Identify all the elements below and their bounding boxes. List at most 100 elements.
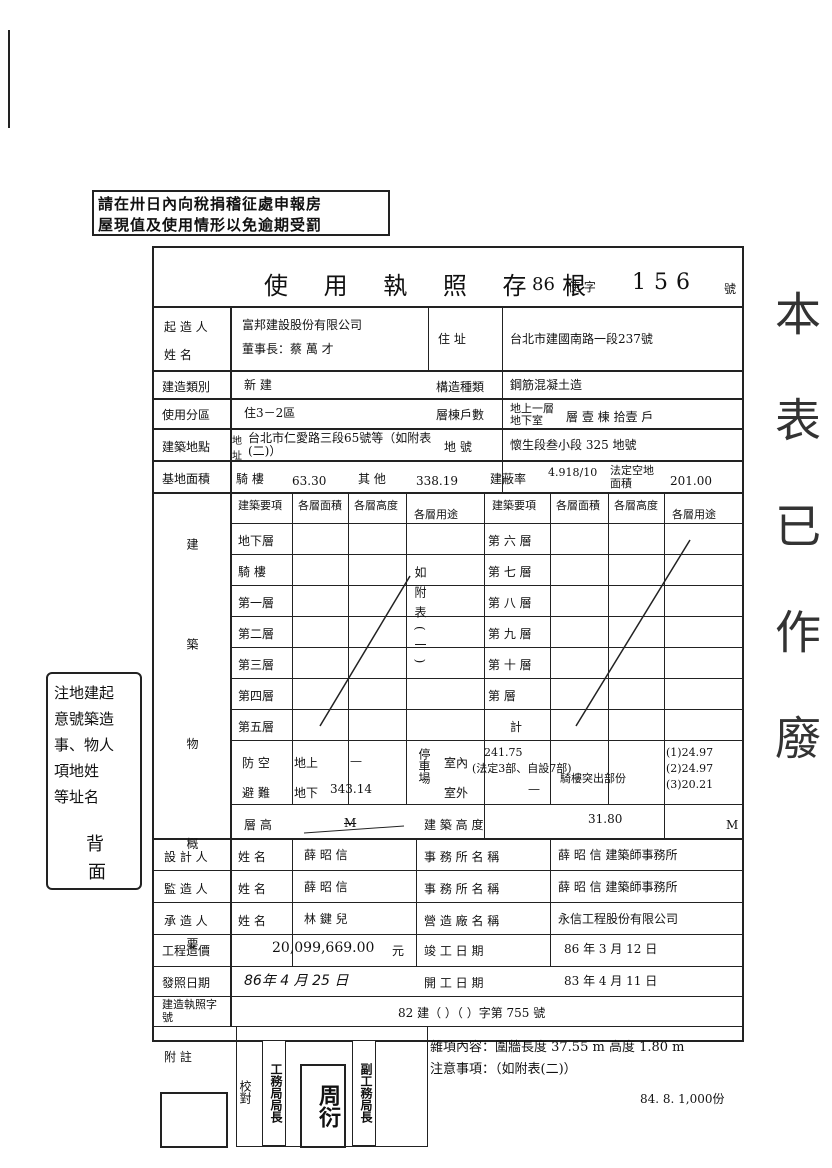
cost-unit: 元: [392, 944, 405, 958]
void-strokes: [303, 539, 691, 834]
permit-number-label: 建造執照字號: [162, 998, 217, 1024]
side-note-line: 事、物人: [54, 736, 115, 754]
building-height-label: 建 築 高 度: [424, 818, 484, 832]
floors-above: 地上一層: [510, 402, 554, 415]
side-note-line: 等址名: [54, 788, 100, 806]
supervisor-office-label: 事 務 所 名 稱: [424, 882, 500, 896]
col-item-left: 建築要項: [238, 499, 282, 512]
floor-row: 地下層: [238, 534, 275, 548]
building-height-value: 31.80: [588, 812, 623, 826]
side-note-line: 項地姓: [54, 762, 100, 780]
side-note-line: 注地建起: [54, 684, 115, 702]
floor-row: 第 九 層: [488, 627, 532, 641]
supervisor-office: 薛 昭 信 建築師事務所: [558, 880, 678, 894]
arcade-share-label: 騎樓突出部份: [560, 772, 626, 785]
col-area-right: 各層面積: [556, 499, 600, 512]
structure-label: 構造種類: [436, 380, 485, 394]
floors-below: 地下室: [510, 414, 543, 427]
col-use-left: 各層用途: [414, 508, 458, 521]
col-item-right: 建築要項: [492, 499, 536, 512]
start-date: 83 年 4 月 11 日: [564, 974, 658, 988]
void-stamp: 本表已作廢: [768, 290, 822, 820]
builder-name-label: 姓 名: [164, 348, 192, 362]
arcade-share-2: (2)24.97: [666, 762, 714, 775]
notice-line-2: 屋現值及使用情形以免逾期受罰: [98, 216, 323, 234]
site-address: 台北市仁愛路三段65號等（如附表(二)）: [248, 431, 432, 458]
construction-type: 新 建: [244, 378, 272, 392]
floor-height-label: 層 高: [244, 818, 272, 832]
form-suffix: 號: [724, 282, 737, 296]
floors-value: 層 壹 棟 拾壹 戶: [566, 410, 654, 424]
shelter-below-value: 343.14: [330, 782, 372, 796]
permit-form: 使 用 執 照 存 根 86 使 字 156 號 起 造 人 姓 名 富邦建設股…: [152, 246, 744, 1064]
col-height-right: 各層高度: [614, 499, 658, 512]
floor-row: 第 十 層: [488, 658, 532, 672]
finish-date-label: 竣 工 日 期: [424, 944, 484, 958]
floor-row: 騎 樓: [238, 565, 266, 579]
floor-row: 第二層: [238, 627, 275, 641]
contractor-office: 永信工程股份有限公司: [558, 912, 679, 926]
builder-address: 台北市建國南路一段237號: [510, 332, 653, 346]
shelter-label-2: 避 難: [242, 786, 270, 800]
arcade-share-1: (1)24.97: [666, 746, 714, 759]
building-summary-label: 建 築 物 概 要: [185, 538, 199, 992]
site-prefix: 地址: [232, 436, 242, 462]
form-char: 使 字: [568, 280, 596, 294]
contractor-office-label: 營 造 廠 名 稱: [424, 914, 500, 928]
arcade-share-3: (3)20.21: [666, 778, 714, 791]
lot-label: 地 號: [444, 440, 472, 454]
shelter-above-value: —: [350, 754, 362, 768]
outdoor-value: —: [528, 782, 540, 796]
floor-row: 第四層: [238, 689, 275, 703]
chief-stamp: 工務局局長: [262, 1040, 286, 1146]
floor-row: 第五層: [238, 720, 275, 734]
side-note-box: 注地建起 意號築造 事、物人 項地姓 等址名: [46, 672, 142, 890]
deputy-stamp: 副工務局長: [352, 1040, 376, 1146]
footer-print-info: 84. 8. 1,000份: [640, 1092, 725, 1106]
designer-label: 設 計 人: [164, 850, 208, 864]
floor-row: 第 八 層: [488, 596, 532, 610]
form-title: 使 用 執 照 存 根: [264, 272, 601, 300]
other-area: 338.19: [416, 474, 458, 488]
notice-line-1: 請在卅日內向稅捐稽征處申報房: [98, 195, 323, 213]
attached-table-note: 如附表(一): [413, 566, 427, 672]
legal-area: 201.00: [670, 474, 712, 488]
tax-notice-box: 請在卅日內向稅捐稽征處申報房 屋現值及使用情形以免逾期受罰: [92, 190, 390, 236]
floor-row: 第 七 層: [488, 565, 532, 579]
designer-name: 薛 昭 信: [304, 848, 348, 862]
permit-number: 82 建（ ）（ ）字第 755 號: [398, 1006, 546, 1020]
chief-seal: 周衍: [300, 1064, 346, 1148]
designer-office: 薛 昭 信 建築師事務所: [558, 848, 678, 862]
legal-label: 法定空地面積: [610, 464, 654, 490]
shelter-above-label: 地上: [294, 756, 319, 770]
supervisor-name-label: 姓 名: [238, 882, 266, 896]
arcade-label: 騎 樓: [236, 472, 264, 486]
floor-row: 計: [510, 720, 523, 734]
check-label: 校對: [238, 1044, 254, 1140]
address-label: 住 址: [438, 332, 466, 346]
side-note-line: 意號築造: [54, 710, 115, 728]
site-label: 建築地點: [162, 440, 211, 454]
col-area-left: 各層面積: [298, 499, 342, 512]
start-date-label: 開 工 日 期: [424, 976, 484, 990]
col-height-left: 各層高度: [354, 499, 398, 512]
designer-office-label: 事 務 所 名 稱: [424, 850, 500, 864]
cost-value: 20,099,669.00: [272, 940, 375, 956]
issue-date-label: 發照日期: [162, 976, 211, 990]
floor-row: 第一層: [238, 596, 275, 610]
col-use-right: 各層用途: [672, 508, 716, 521]
contractor-name: 林 鍵 兒: [304, 912, 348, 926]
floor-height-value: M: [344, 816, 357, 830]
contractor-label: 承 造 人: [164, 914, 208, 928]
floor-row: 第三層: [238, 658, 275, 672]
supervisor-name: 薛 昭 信: [304, 880, 348, 894]
remarks-label: 附 註: [164, 1050, 192, 1064]
zone: 住3－2區: [244, 406, 296, 420]
floor-row: 第 六 層: [488, 534, 532, 548]
back-label-2: 面: [88, 862, 106, 883]
contractor-name-label: 姓 名: [238, 914, 266, 928]
lot-number: 懷生段叁小段 325 地號: [510, 438, 637, 452]
indoor-note: (法定3部、自設7部): [472, 762, 572, 775]
indoor-label: 室內: [444, 756, 469, 770]
shelter-label-1: 防 空: [242, 756, 270, 770]
